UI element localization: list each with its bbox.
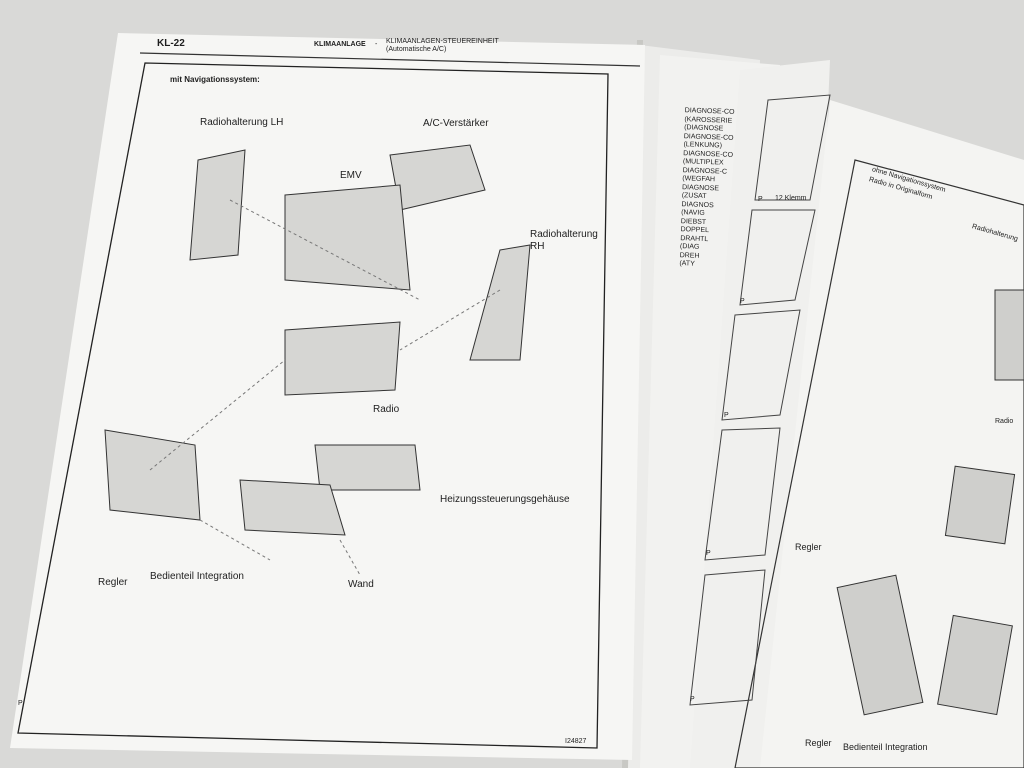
right-label-radio: Radio xyxy=(995,418,1014,425)
label-wall: Wand xyxy=(348,579,374,590)
label-emv: EMV xyxy=(340,170,362,181)
section-title: KLIMAANLAGE xyxy=(314,41,366,48)
label-control-panel: Bedienteil Integration xyxy=(150,571,244,582)
right-label-regler-top: Regler xyxy=(795,542,822,552)
corner-mark: P xyxy=(18,700,23,707)
right-corner-mark-1: P xyxy=(758,196,763,203)
diagram-heading: mit Navigationssystem: xyxy=(170,75,260,84)
figure-id: I24827 xyxy=(565,738,587,745)
right-page-frame xyxy=(734,159,1024,768)
label-radio-bracket-rh: Radiohalterung xyxy=(530,229,598,240)
front-right-page xyxy=(760,100,1024,768)
right-corner-mark-5: P xyxy=(690,696,695,703)
right-label-control-panel: Bedienteil Integration xyxy=(843,742,928,752)
subsection-title: KLIMAANLAGEN-STEUEREINHEIT xyxy=(386,38,499,45)
label-radio: Radio xyxy=(373,404,400,415)
label-heater-control-housing: Heizungssteuerungsgehäuse xyxy=(440,494,570,505)
klemm-label: 12 Klemm xyxy=(775,195,807,202)
label-radio-bracket-lh: Radiohalterung LH xyxy=(200,117,284,128)
left-page-frame xyxy=(17,62,609,749)
right-corner-mark-4: P xyxy=(706,550,711,557)
page-number: KL-22 xyxy=(157,38,185,49)
right-corner-mark-3: P xyxy=(724,412,729,419)
label-radio-bracket-rh-side: RH xyxy=(530,241,545,252)
header-separator: - xyxy=(375,41,378,48)
label-ac-amplifier: A/C-Verstärker xyxy=(423,118,489,129)
right-label-regler-bottom: Regler xyxy=(805,738,832,748)
label-regler: Regler xyxy=(98,577,128,588)
diagnose-line: (ATY xyxy=(679,260,695,268)
left-page xyxy=(10,33,645,760)
right-corner-mark-2: P xyxy=(740,298,745,305)
subsection-note: (Automatische A/C) xyxy=(386,46,447,53)
